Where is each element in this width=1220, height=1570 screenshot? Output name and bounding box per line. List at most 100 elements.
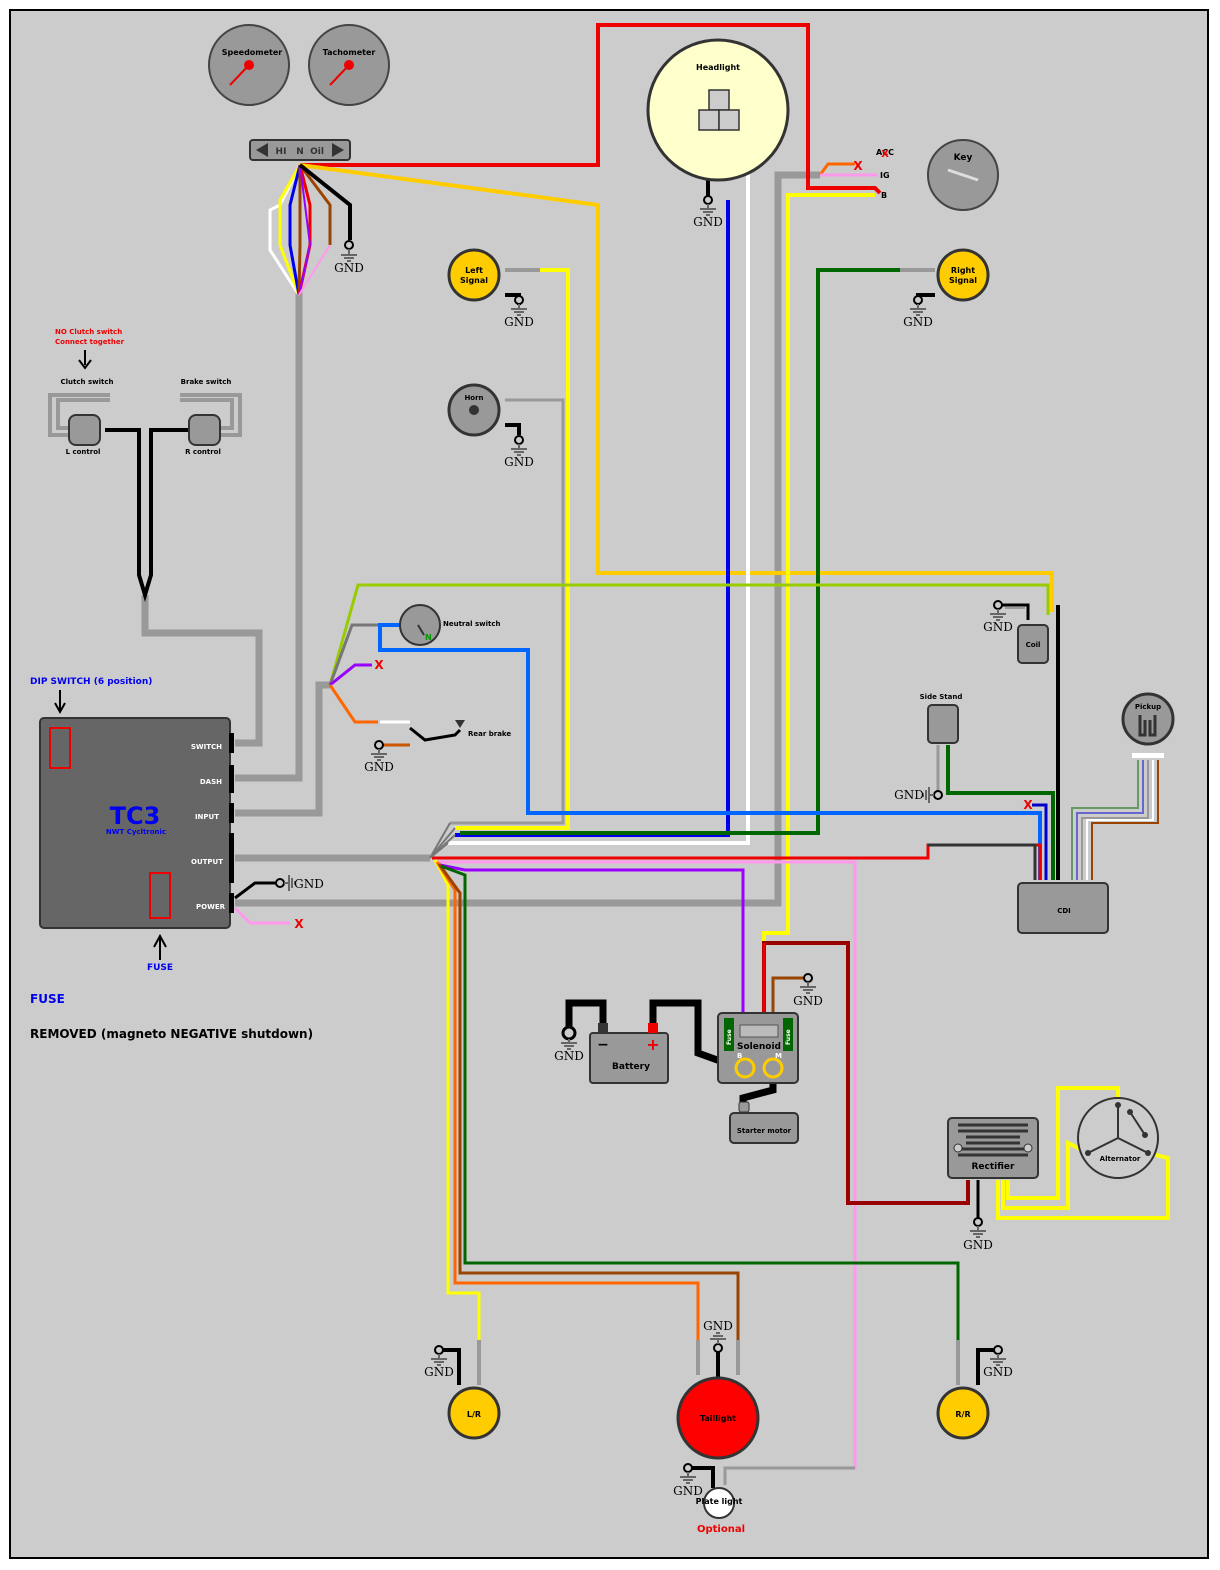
gnd-left [511,295,527,316]
battery-plus: + [646,1035,659,1054]
rectifier: Rectifier [947,1117,1039,1179]
wire-orange-yellow [299,163,1054,612]
neutral-switch-label: Neutral switch [443,620,500,628]
gnd-label: GND [424,1365,454,1379]
key-switch: Key ACC IG B [876,139,999,211]
rr-signal: R/R [936,1386,990,1440]
side-stand: Side Stand [920,693,962,744]
speedometer-label: Speedometer [222,48,283,57]
fuse-box [149,872,171,919]
neutral-switch: N Neutral switch [399,604,500,646]
right-arrow-icon [332,143,344,157]
plate-light-label: Plate light [696,1497,743,1506]
wire-controls [105,428,188,602]
x-mark: X [294,917,304,931]
speedometer: Speedometer [208,24,290,106]
no-clutch-note-1: NO Clutch switch [55,328,122,336]
solenoid-label: Solenoid [737,1042,781,1052]
indicator-oil: Oil [310,147,324,157]
left-signal-label-2: Signal [460,276,488,285]
gnd-brake [371,740,387,761]
gnd-label: GND [294,877,324,891]
wire-blue-x [1032,803,1048,880]
taillight-label: Taillight [700,1414,736,1423]
wire-harness-brown [297,165,302,296]
dip-switch-box [49,727,71,769]
wire-purple-solenoid [439,863,745,1030]
gnd-right [910,295,926,316]
key-acc-label: ACC [876,148,894,157]
gnd-label: GND [693,215,723,229]
indicator-bar: HI N Oil [249,139,351,161]
wire-tc3-gnd [234,881,280,900]
brake-switch-label: Brake switch [181,378,232,386]
clutch-switch-label: Clutch switch [61,378,114,386]
plate-light: Plate light Optional [696,1487,745,1535]
wire-tc3-pink [233,906,290,925]
wire-horn-gnd [505,423,521,435]
clutch-control: Clutch switch L control [48,378,114,456]
wire-green-rr [440,864,960,1340]
starter-motor: Starter motor [729,1101,799,1144]
gnd-label: GND [703,1319,733,1333]
gnd-solenoid [800,973,816,994]
wire-pickup-white [1086,760,1154,880]
wire-purple-x [329,663,372,687]
wire-coil-gnd [998,603,1030,620]
wire-rr-gnd [976,1348,998,1385]
right-signal-label-1: Right [951,266,975,275]
neutral-n-label: N [425,633,432,642]
ground-symbols [275,195,1006,1484]
wire-input [235,681,330,817]
wire-orange-tail [435,861,700,1340]
no-clutch-note-2: Connect together [55,338,125,346]
wire-yellow-green [328,583,1050,686]
right-signal: Right Signal [936,248,990,302]
lr-signal: L/R [447,1386,501,1440]
gnd-headlight [700,195,716,216]
brake-control: Brake switch R control [180,378,242,456]
alternator: Alternator [1077,1097,1159,1179]
taillight: Taillight [676,1376,760,1460]
left-signal: Left Signal [447,248,501,302]
port-power-label: POWER [196,903,226,911]
gnd-labels: GND GND GND GND GND GND GND GND GND GND … [294,215,1013,1498]
fuse-heading: FUSE [30,992,65,1006]
wire-alt-1 [996,1151,1170,1220]
l-control-label: L control [66,448,101,456]
gnd-label: GND [554,1049,584,1063]
gnd-coil [990,600,1006,621]
wire-yellow-lr [433,859,481,1340]
wire-brake-sw [409,726,462,742]
port-input-label: INPUT [195,813,219,821]
gnd-label: GND [983,1365,1013,1379]
cdi: CDI [1017,882,1109,934]
pickup-label: Pickup [1135,703,1161,711]
gnd-label: GND [504,455,534,469]
wire-orange-brake [328,684,378,724]
wire-plate-grey [723,1466,855,1485]
port-output-label: OUTPUT [191,858,223,866]
gnd-dash [341,240,357,262]
wire-alt-2 [1001,1139,1089,1210]
gnd-horn [511,435,527,456]
wire-signal-ends [477,1340,960,1385]
solenoid-fuse-right: Fuse [785,1029,792,1045]
coil: Coil [1017,624,1049,664]
x-mark: X [374,658,384,672]
x-mark: X [1023,798,1033,812]
wire-harness-yellow [278,164,302,296]
gnd-label: GND [364,760,394,774]
gnd-label: GND [983,620,1013,634]
gnd-rect [970,1217,986,1238]
left-arrow-icon [256,143,268,157]
removed-note: REMOVED (magneto NEGATIVE shutdown) [30,1027,313,1041]
wire-pickup-blue [1076,760,1144,880]
battery: − + Battery [589,1023,669,1084]
wire-battery-neg [565,999,607,1030]
wire-pickup-brown [1091,760,1159,880]
gnd-label: GND [504,315,534,329]
horn: Horn [447,383,501,437]
gnd-tc3 [275,875,296,891]
solenoid: Fuse Fuse Solenoid B M [717,1012,799,1084]
